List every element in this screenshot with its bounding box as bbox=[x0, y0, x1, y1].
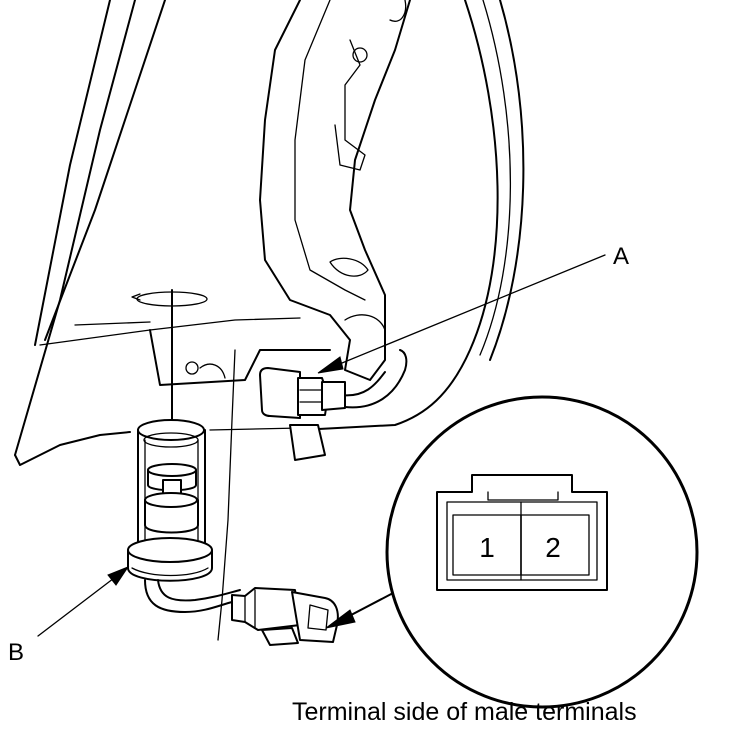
detail-pointer-arrow bbox=[325, 591, 396, 629]
bumper-edge bbox=[299, 0, 525, 431]
rotation-arrow-icon bbox=[131, 289, 208, 421]
callout-leader-b bbox=[37, 565, 130, 637]
harness-connector bbox=[231, 587, 339, 646]
connector-a bbox=[259, 367, 346, 461]
callout-b-label: B bbox=[8, 639, 24, 666]
terminal-detail-view: 1 2 bbox=[385, 395, 699, 709]
caption: Terminal side of male terminals bbox=[292, 698, 637, 726]
inner-bracket bbox=[259, 0, 411, 381]
mount-bracket bbox=[149, 329, 331, 641]
body-panel bbox=[14, 0, 301, 466]
callout-a-label: A bbox=[613, 243, 629, 270]
callout-leader-a bbox=[317, 254, 606, 374]
bulb-socket bbox=[127, 419, 213, 582]
pin-1-label: 1 bbox=[479, 532, 495, 563]
pin-2-label: 2 bbox=[545, 532, 561, 563]
